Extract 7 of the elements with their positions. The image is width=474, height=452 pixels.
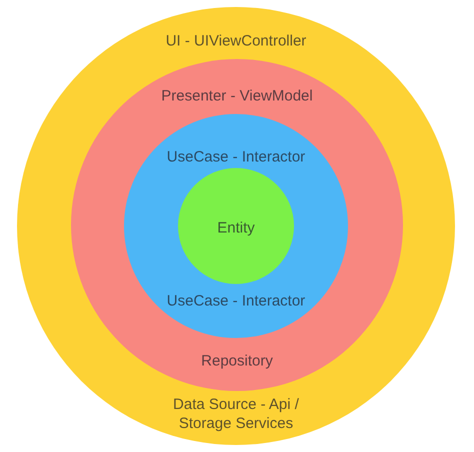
layer-label: UseCase - Interactor (166, 148, 306, 166)
layer-label: Presenter - ViewModel (160, 86, 314, 106)
layer-label: UseCase - Interactor (166, 292, 306, 310)
layer-label: UI - UIViewController (164, 32, 308, 50)
layer-label: Data Source - Api / Storage Services (172, 395, 300, 433)
layer-label: Repository (200, 352, 274, 370)
layer-label: Entity (216, 218, 256, 238)
